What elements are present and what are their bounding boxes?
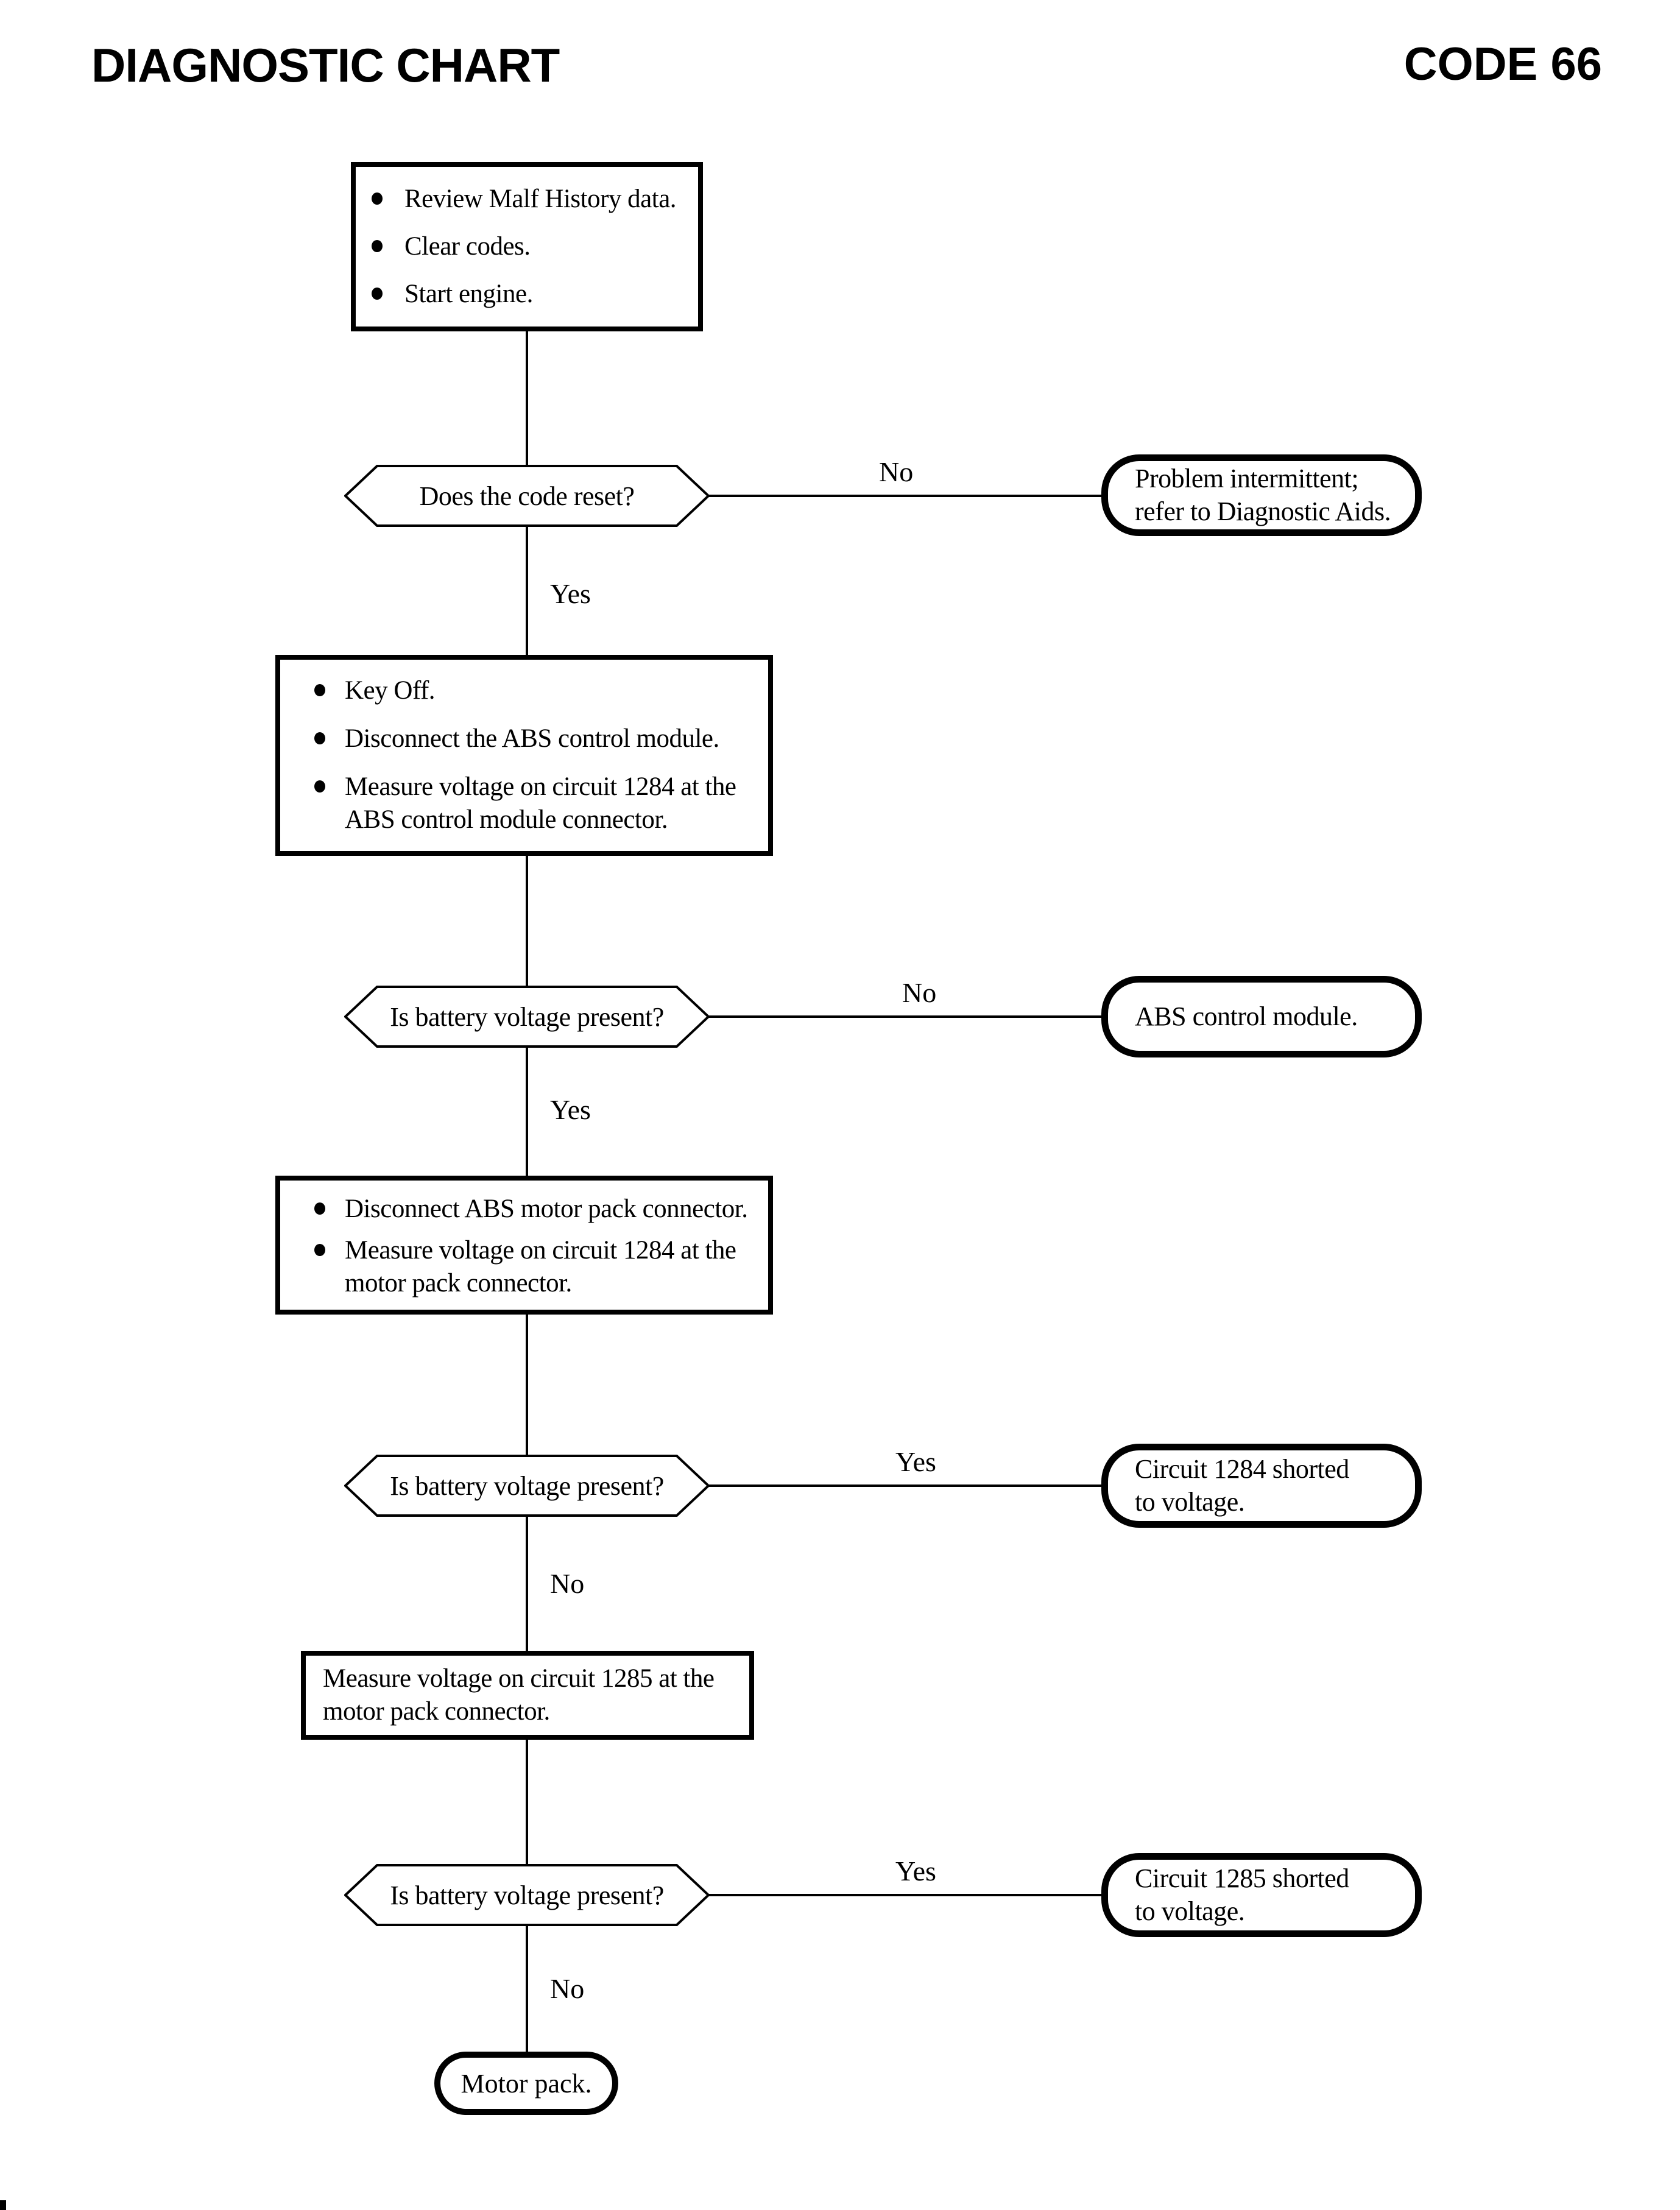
decision-text: Is battery voltage present? xyxy=(390,1001,664,1032)
step-box-measure-1284-module: Key Off. Disconnect the ABS control modu… xyxy=(275,655,773,856)
decision-battery-voltage-1: Is battery voltage present? xyxy=(344,985,710,1048)
branch-label-no-4: No xyxy=(550,1973,585,2004)
decision-battery-voltage-3: Is battery voltage present? xyxy=(344,1863,710,1927)
branch-label-yes-2: Yes xyxy=(550,1094,591,1125)
list-item: Key Off. xyxy=(314,674,758,707)
connector-box4-to-decision4 xyxy=(526,1739,528,1865)
result-text: ABS control module. xyxy=(1135,1001,1358,1031)
step-text: Clear codes. xyxy=(404,232,531,261)
bullet-icon xyxy=(314,732,325,744)
list-item: Clear codes. xyxy=(372,230,688,263)
connector-decision4-to-terminal xyxy=(526,1926,528,2053)
connector-box2-to-decision2 xyxy=(526,855,528,986)
decision-does-code-reset: Does the code reset? xyxy=(344,464,710,528)
decision-text: Does the code reset? xyxy=(419,481,635,511)
connector-decision3-yes xyxy=(709,1485,1104,1487)
result-text: Problem intermittent; xyxy=(1135,464,1359,493)
bullet-icon xyxy=(314,1202,325,1215)
result-text: Circuit 1285 shorted xyxy=(1135,1863,1349,1893)
start-box: Review Malf History data. Clear codes. S… xyxy=(351,162,703,331)
result-text: to voltage. xyxy=(1135,1896,1245,1926)
connector-box3-to-decision3 xyxy=(526,1313,528,1455)
connector-decision1-to-box2 xyxy=(526,526,528,656)
page-code: CODE 66 xyxy=(1403,38,1602,90)
step-text: Measure voltage on circuit 1284 at the xyxy=(345,772,736,801)
decision-text: Is battery voltage present? xyxy=(390,1880,664,1910)
branch-label-yes-4: Yes xyxy=(895,1855,936,1887)
result-circuit-1285-shorted: Circuit 1285 shorted to voltage. xyxy=(1101,1853,1422,1937)
branch-label-yes-1: Yes xyxy=(550,578,591,609)
decision-text: Is battery voltage present? xyxy=(390,1470,664,1501)
connector-decision2-no xyxy=(709,1015,1104,1018)
branch-label-no-3: No xyxy=(550,1568,585,1599)
branch-label-yes-3: Yes xyxy=(895,1446,936,1477)
step-text: motor pack connector. xyxy=(345,1269,572,1297)
step-text: Start engine. xyxy=(404,280,533,308)
result-motor-pack: Motor pack. xyxy=(434,2052,618,2115)
connector-decision2-to-box3 xyxy=(526,1047,528,1177)
step-text: Review Malf History data. xyxy=(404,185,677,213)
result-text: refer to Diagnostic Aids. xyxy=(1135,496,1391,526)
connector-decision1-no xyxy=(709,495,1104,497)
bullet-icon xyxy=(314,684,325,696)
connector-decision4-yes xyxy=(709,1894,1104,1896)
connector-box1-to-decision1 xyxy=(526,331,528,465)
bullet-icon xyxy=(372,288,383,300)
hexagon-shape xyxy=(344,986,710,1048)
branch-label-no-1: No xyxy=(879,456,914,487)
hexagon-shape xyxy=(344,1864,710,1926)
step-text: Disconnect the ABS control module. xyxy=(345,724,719,753)
step-text: motor pack connector. xyxy=(323,1697,550,1726)
step-text: Key Off. xyxy=(345,676,436,705)
bullet-icon xyxy=(372,192,383,205)
result-problem-intermittent: Problem intermittent; refer to Diagnosti… xyxy=(1101,454,1422,536)
bullet-icon xyxy=(314,780,325,793)
list-item: Disconnect ABS motor pack connector. xyxy=(314,1193,758,1226)
bullet-icon xyxy=(314,1244,325,1256)
list-item: Measure voltage on circuit 1284 at the m… xyxy=(314,1234,758,1300)
step-text: Measure voltage on circuit 1285 at the xyxy=(323,1664,715,1693)
step-text: ABS control module connector. xyxy=(345,805,668,834)
result-circuit-1284-shorted: Circuit 1284 shorted to voltage. xyxy=(1101,1444,1422,1528)
result-text: to voltage. xyxy=(1135,1487,1245,1517)
result-abs-control-module: ABS control module. xyxy=(1101,976,1422,1057)
step-box-measure-1285-motor: Measure voltage on circuit 1285 at the m… xyxy=(301,1651,754,1740)
decision-battery-voltage-2: Is battery voltage present? xyxy=(344,1454,710,1517)
step-text: Disconnect ABS motor pack connector. xyxy=(345,1195,748,1223)
connector-decision3-to-box4 xyxy=(526,1516,528,1652)
page-title: DIAGNOSTIC CHART xyxy=(91,38,560,92)
scan-artifact xyxy=(0,2200,6,2210)
list-item: Disconnect the ABS control module. xyxy=(314,722,758,755)
list-item: Review Malf History data. xyxy=(372,183,688,216)
bullet-icon xyxy=(372,240,383,252)
list-item: Start engine. xyxy=(372,278,688,311)
hexagon-shape xyxy=(344,465,710,527)
hexagon-shape xyxy=(344,1455,710,1517)
step-text: Measure voltage on circuit 1284 at the xyxy=(345,1236,736,1265)
step-box-measure-1284-motor: Disconnect ABS motor pack connector. Mea… xyxy=(275,1176,773,1315)
result-text: Circuit 1284 shorted xyxy=(1135,1454,1349,1484)
branch-label-no-2: No xyxy=(902,977,937,1008)
list-item: Measure voltage on circuit 1284 at the A… xyxy=(314,771,758,836)
